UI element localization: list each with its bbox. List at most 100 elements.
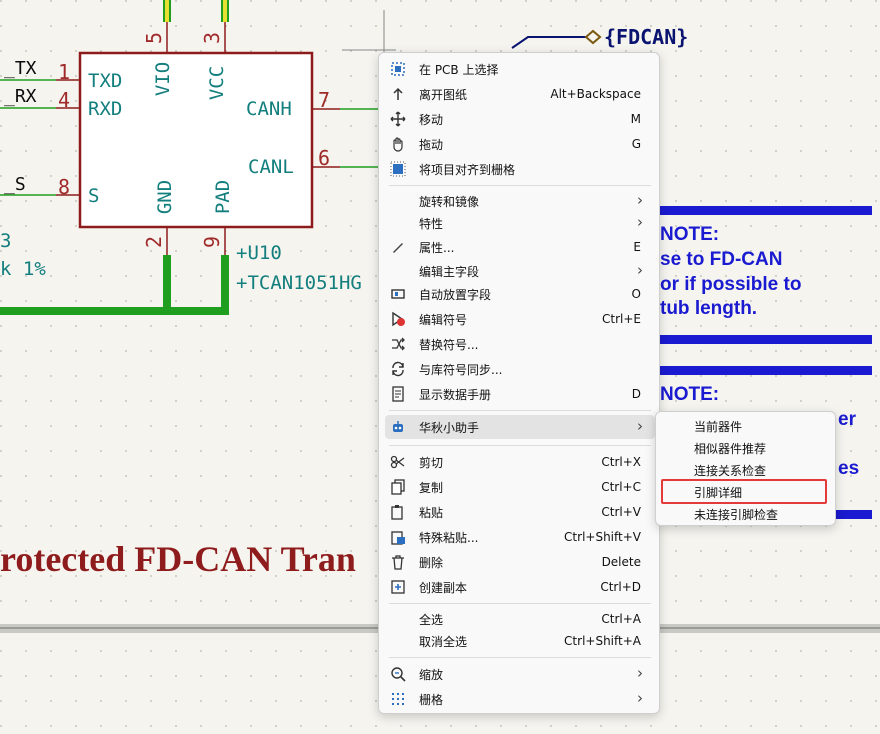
net-label-s[interactable]: _S	[4, 174, 26, 195]
pin-number: 1	[58, 60, 71, 84]
menu-item-shortcut: Alt+Backspace	[550, 87, 641, 101]
menu-item-label: 离开图纸	[419, 87, 468, 102]
note1-title[interactable]: NOTE:	[660, 224, 720, 245]
menu-item-select-all[interactable]: 全选 Ctrl+A	[385, 607, 655, 631]
menu-item-label: 剪切	[419, 455, 444, 470]
submenu-item-connection-check[interactable]: 连接关系检查	[694, 463, 767, 478]
menu-item-select-on-pcb[interactable]: 在 PCB 上选择	[385, 57, 655, 81]
menu-item-autoplace-fields[interactable]: 自动放置字段 O	[385, 282, 655, 306]
menu-item-delete[interactable]: 删除 Delete	[385, 550, 655, 574]
menu-item-zoom[interactable]: 缩放 ›	[385, 662, 655, 686]
menu-item-shortcut: M	[630, 112, 641, 126]
pin-name-vcc: VCC	[206, 65, 229, 101]
menu-item-duplicate[interactable]: 创建副本 Ctrl+D	[385, 575, 655, 599]
global-label-fdcan[interactable]: {FDCAN}	[604, 25, 689, 49]
pin-name-txd: TXD	[88, 70, 123, 92]
menu-item-label: 栅格	[419, 692, 444, 707]
menu-item-edit-main-fields[interactable]: 编辑主字段 ›	[385, 259, 655, 283]
symbol-reference-text: U10	[247, 242, 282, 264]
align-grid-icon	[387, 158, 409, 180]
menu-item-grid[interactable]: 栅格 ›	[385, 687, 655, 711]
menu-item-copy[interactable]: 复制 Ctrl+C	[385, 475, 655, 499]
pin-number: 7	[318, 88, 331, 112]
pin-name-rxd: RXD	[88, 98, 123, 120]
copy-icon	[387, 476, 409, 498]
menu-item-shortcut: Ctrl+Shift+V	[564, 530, 641, 544]
menu-item-label: 取消全选	[419, 634, 468, 649]
submenu-item-pin-details[interactable]: 引脚详细	[694, 485, 743, 500]
highlight-box	[661, 479, 827, 504]
menu-item-properties[interactable]: 属性... E	[385, 235, 655, 259]
pin-number: 2	[142, 235, 167, 249]
menu-item-shortcut: O	[631, 287, 641, 301]
menu-item-unselect-all[interactable]: 取消全选 Ctrl+Shift+A	[385, 629, 655, 653]
menu-item-move[interactable]: 移动 M	[385, 107, 655, 131]
note1-line[interactable]: se to FD-CAN	[660, 249, 783, 270]
symbol-reference[interactable]: +U10	[236, 242, 282, 264]
menu-item-rotate-mirror[interactable]: 旋转和镜像 ›	[385, 189, 655, 213]
submenu-item-unconnected-pin-check[interactable]: 未连接引脚检查	[694, 507, 779, 522]
menu-item-label: 编辑符号	[419, 312, 468, 327]
menu-item-shortcut: Ctrl+Shift+A	[564, 634, 641, 648]
sheet-title-text[interactable]: rotected FD-CAN Tran	[0, 539, 356, 579]
submenu-item-current-part[interactable]: 当前器件	[694, 419, 743, 434]
menu-item-paste[interactable]: 粘贴 Ctrl+V	[385, 500, 655, 524]
submenu-item-similar-parts[interactable]: 相似器件推荐	[694, 441, 767, 456]
menu-item-label: 创建副本	[419, 580, 468, 595]
edit-pencil-icon	[387, 236, 409, 258]
pin-number: 5	[142, 31, 167, 45]
resistor-ref-fragment[interactable]: 3	[0, 230, 12, 252]
paste-icon	[387, 501, 409, 523]
pin-name-canh: CANH	[246, 98, 292, 120]
menu-item-swap-symbol[interactable]: 替换符号...	[385, 332, 655, 356]
menu-item-shortcut: E	[633, 240, 641, 254]
menu-item-label: 复制	[419, 480, 444, 495]
note1-line[interactable]: tub length.	[660, 298, 758, 319]
menu-item-drag[interactable]: 拖动 G	[385, 132, 655, 156]
menu-item-label: 特性	[419, 216, 444, 231]
menu-item-shortcut: Ctrl+V	[601, 505, 641, 519]
autoplace-fields-icon	[387, 283, 409, 305]
pin-number: 8	[58, 175, 71, 199]
note2-fragment[interactable]: er	[838, 409, 856, 430]
menu-item-show-datasheet[interactable]: 显示数据手册 D	[385, 382, 655, 406]
menu-item-leave-sheet[interactable]: 离开图纸 Alt+Backspace	[385, 82, 655, 106]
menu-item-sync-library[interactable]: 与库符号同步...	[385, 357, 655, 381]
pin-name-vio: VIO	[152, 61, 175, 97]
resistor-value-fragment[interactable]: k 1%	[0, 258, 46, 280]
chevron-right-icon: ›	[637, 417, 643, 435]
paste-special-icon	[387, 526, 409, 548]
note2-fragment[interactable]: es	[838, 458, 860, 479]
menu-item-shortcut: Delete	[601, 555, 641, 569]
note1-line[interactable]: or if possible to	[660, 274, 802, 295]
menu-separator	[389, 445, 651, 446]
menu-separator	[389, 603, 651, 604]
drag-icon	[387, 133, 409, 155]
menu-item-label: 全选	[419, 612, 444, 627]
menu-item-cut[interactable]: 剪切 Ctrl+X	[385, 450, 655, 474]
pin-name-canl: CANL	[248, 156, 294, 178]
symbol-value-text: TCAN1051HG	[247, 272, 362, 294]
menu-item-label: 拖动	[419, 137, 444, 152]
note2-title[interactable]: NOTE:	[660, 384, 720, 405]
zoom-icon	[387, 663, 409, 685]
move-icon	[387, 108, 409, 130]
menu-item-paste-special[interactable]: 特殊粘贴... Ctrl+Shift+V	[385, 525, 655, 549]
menu-item-shortcut: Ctrl+X	[601, 455, 641, 469]
sync-library-icon	[387, 358, 409, 380]
menu-item-label: 缩放	[419, 667, 444, 682]
menu-item-edit-symbol[interactable]: 编辑符号 Ctrl+E	[385, 307, 655, 331]
chevron-right-icon: ›	[637, 191, 643, 209]
menu-item-align-to-grid[interactable]: 将项目对齐到栅格	[385, 157, 655, 181]
menu-item-attributes[interactable]: 特性 ›	[385, 211, 655, 235]
menu-item-label: 替换符号...	[419, 337, 479, 352]
symbol-value[interactable]: +TCAN1051HG	[236, 272, 362, 294]
menu-item-huaqiu-assistant[interactable]: 华秋小助手 ›	[385, 415, 655, 439]
menu-item-shortcut: Ctrl+E	[602, 312, 641, 326]
pin-number: 9	[200, 235, 225, 249]
delete-icon	[387, 551, 409, 573]
menu-item-shortcut: Ctrl+A	[601, 612, 641, 626]
menu-item-label: 粘贴	[419, 505, 444, 520]
net-label-tx[interactable]: _TX	[4, 58, 37, 79]
net-label-rx[interactable]: _RX	[4, 86, 37, 107]
